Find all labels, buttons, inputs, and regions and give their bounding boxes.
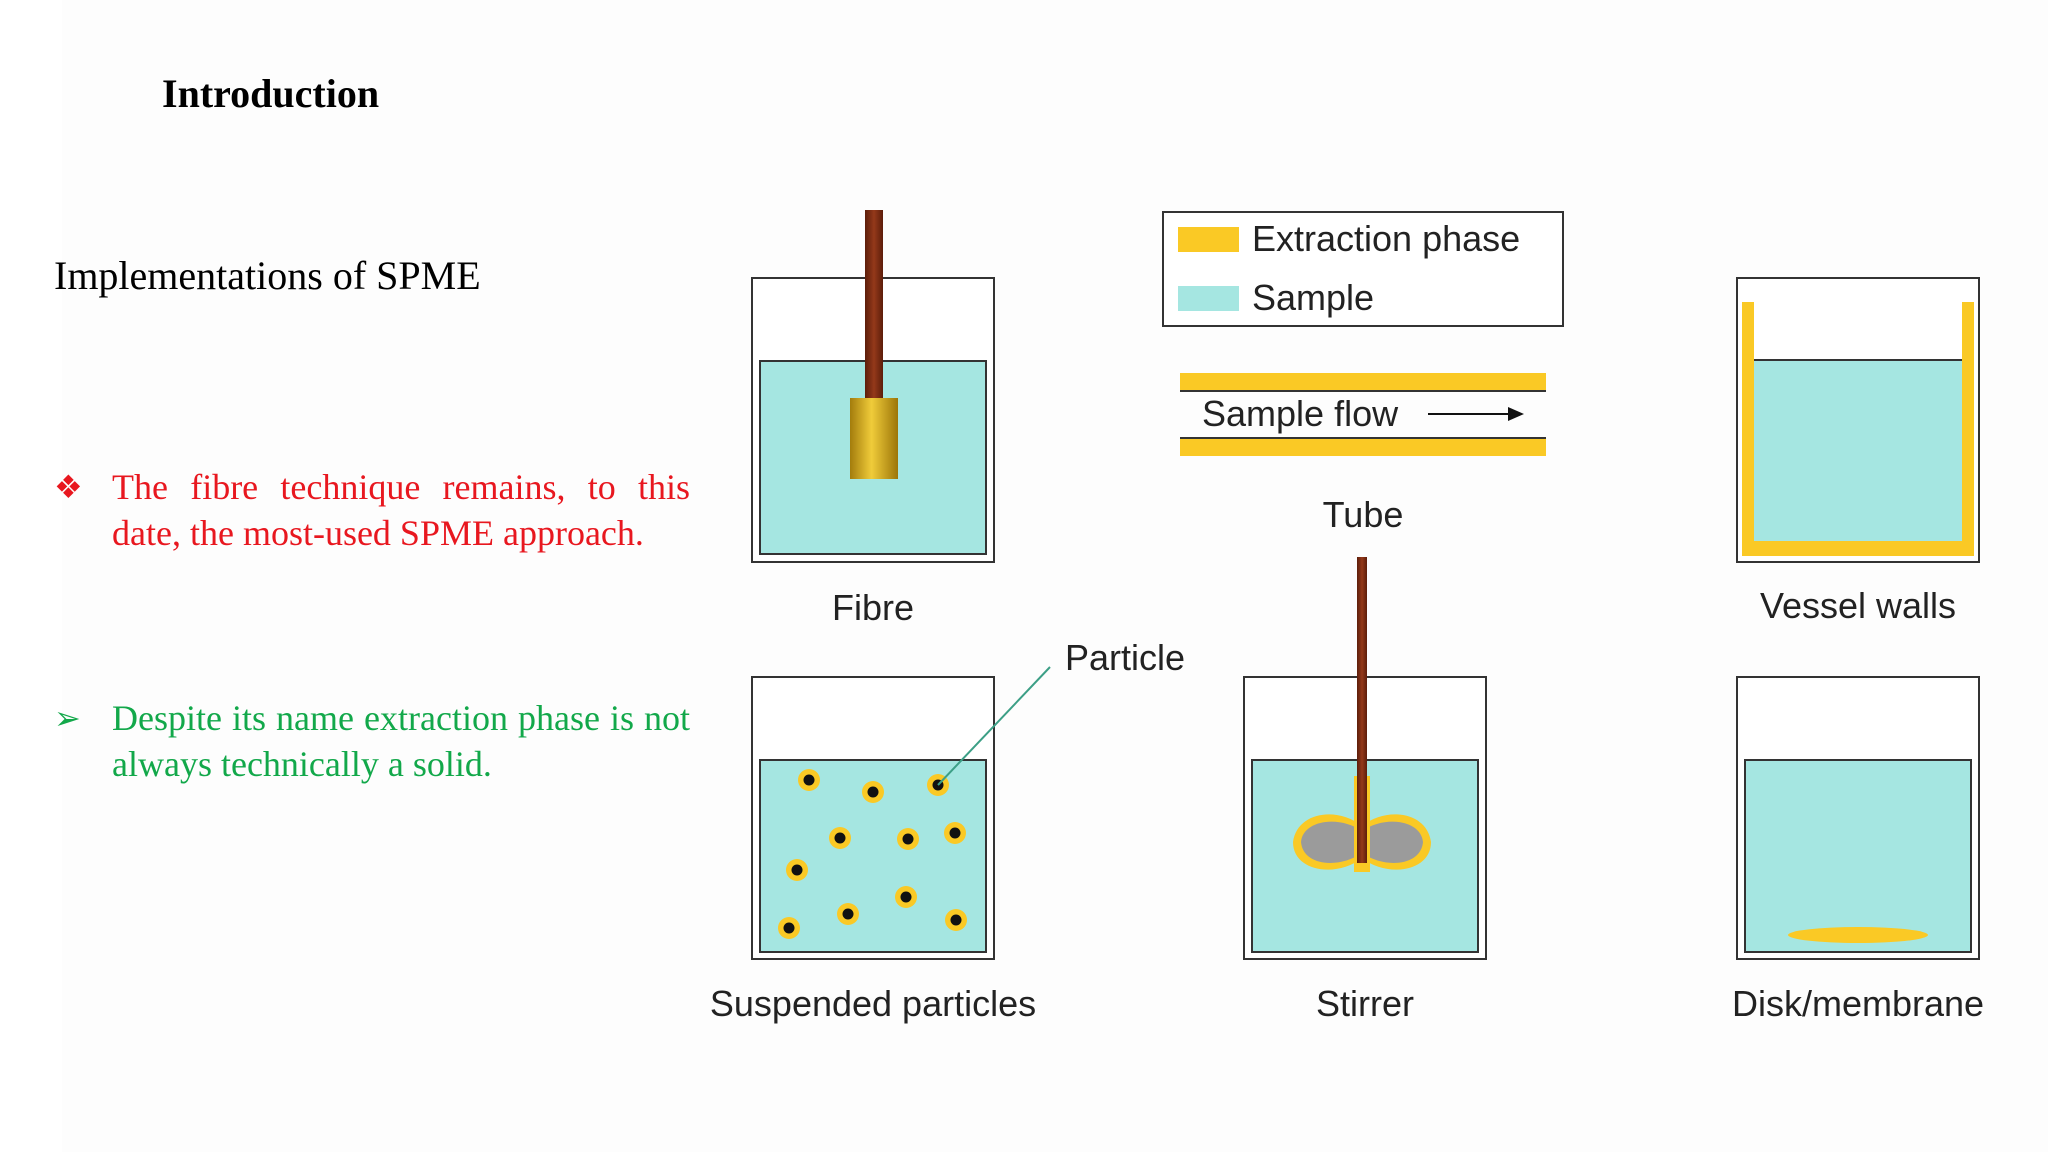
diamond-bullet-icon: ❖	[54, 469, 83, 505]
legend-extraction-phase-label: Extraction phase	[1252, 218, 1520, 259]
suspended-particles-label: Suspended particles	[710, 983, 1036, 1024]
vessel-walls-vessel	[1736, 277, 1980, 563]
vessel-walls-label: Vessel walls	[1760, 585, 1956, 626]
tube-diagram: Sample flow	[1180, 373, 1546, 456]
stirrer-vessel	[1243, 557, 1487, 960]
tube-label: Tube	[1323, 494, 1404, 535]
bullet-text: Despite its name extraction phase is not…	[112, 698, 690, 784]
legend-swatch-extraction-phase	[1178, 227, 1239, 252]
fibre-label: Fibre	[832, 587, 914, 628]
particle-callout-label: Particle	[1065, 637, 1185, 678]
disk-membrane-vessel	[1736, 676, 1980, 960]
particle	[895, 886, 917, 908]
extraction-disk	[1788, 927, 1928, 943]
tube-wall-bottom	[1180, 438, 1546, 456]
fibre-coating	[850, 398, 898, 479]
particle	[944, 822, 966, 844]
particle	[786, 859, 808, 881]
flow-arrowhead-icon	[1508, 407, 1524, 421]
tube-wall-top	[1180, 373, 1546, 391]
suspended-particles-vessel	[751, 666, 1051, 960]
disk-membrane-label: Disk/membrane	[1732, 983, 1984, 1024]
stirrer-label: Stirrer	[1316, 983, 1414, 1024]
legend: Extraction phase Sample	[1162, 211, 1564, 327]
particle	[945, 909, 967, 931]
particle	[829, 827, 851, 849]
particle	[798, 769, 820, 791]
arrow-bullet-icon: ➢	[54, 700, 81, 736]
slide-subtitle: Implementations of SPME	[54, 253, 481, 298]
fibre-vessel	[751, 210, 995, 563]
stirrer-rod	[1357, 557, 1367, 863]
sample-liquid	[1744, 759, 1972, 953]
particles	[778, 769, 967, 939]
particle	[862, 781, 884, 803]
slide-title: Introduction	[162, 71, 380, 116]
particle	[778, 917, 800, 939]
bullet-text: The fibre technique remains, to this dat…	[112, 467, 690, 553]
legend-sample-label: Sample	[1252, 277, 1374, 318]
legend-swatch-sample	[1178, 286, 1239, 311]
sample-liquid	[1748, 360, 1968, 541]
bullet-fibre-technique: ❖ The fibre technique remains, to this d…	[54, 464, 690, 556]
particle-callout-line	[937, 666, 1051, 786]
particle	[897, 828, 919, 850]
particle	[837, 903, 859, 925]
slide-background	[62, 0, 2048, 1152]
fibre-rod	[865, 210, 883, 400]
bullet-extraction-phase: ➢ Despite its name extraction phase is n…	[54, 695, 690, 787]
sample-flow-label: Sample flow	[1202, 393, 1399, 434]
